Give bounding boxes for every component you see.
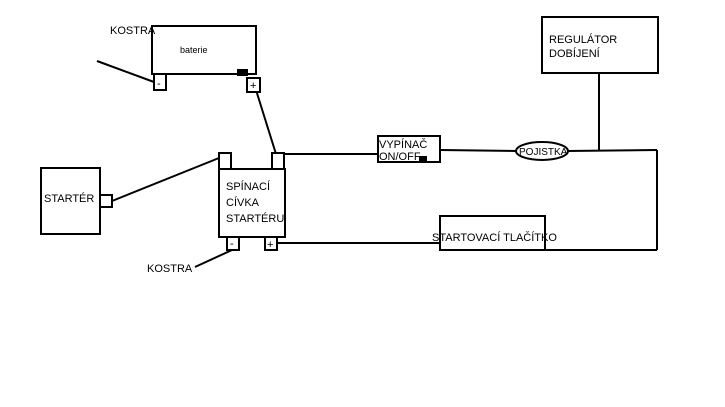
components	[40, 16, 659, 251]
regulator-box	[541, 16, 659, 74]
wire-switch-to-fuse	[439, 149, 517, 152]
solenoid-minus-terminal	[226, 236, 240, 251]
starter-label: STARTÉR	[44, 192, 94, 205]
switch-box	[377, 135, 441, 163]
battery-plus-terminal	[246, 77, 261, 93]
solenoid-right-terminal	[271, 152, 285, 170]
ground-top-label: KOSTRA	[110, 25, 156, 37]
battery-plus-stub	[237, 69, 248, 76]
terminals	[99, 69, 427, 251]
starter-terminal	[99, 194, 113, 208]
battery-plus-sign: +	[250, 80, 256, 92]
fuse-ellipse	[515, 141, 569, 161]
solenoid-box	[218, 168, 286, 238]
solenoid-plus-sign: +	[267, 239, 273, 251]
fuse-label: POJISTKA	[519, 147, 568, 158]
battery-minus-terminal	[153, 73, 167, 91]
regulator-label-2: DOBÍJENÍ	[549, 47, 601, 60]
ground-bottom-label: KOSTRA	[147, 263, 193, 275]
wires	[96, 60, 658, 268]
battery-box	[151, 25, 257, 75]
start-button-box	[439, 215, 546, 251]
wire-starter-to-solenoid	[111, 157, 220, 202]
wire-fuse-to-right	[566, 149, 658, 152]
solenoid-label-2: CÍVKA	[226, 196, 260, 209]
wire-battery-ground	[96, 60, 155, 83]
solenoid-label-3: STARTÉRU	[226, 212, 284, 225]
start-button-label: STARTOVACÍ TLAČÍTKO	[432, 231, 557, 244]
battery-label: baterie	[180, 45, 208, 55]
battery-minus-sign: -	[157, 78, 161, 90]
wire-solenoid-ground	[194, 249, 233, 268]
wire-battery-plus-to-solenoid	[255, 89, 277, 155]
solenoid-minus-sign: -	[230, 238, 234, 250]
regulator-label-1: REGULÁTOR	[549, 33, 617, 46]
solenoid-left-terminal	[218, 152, 232, 170]
switch-label-1: VYPÍNAČ	[379, 138, 427, 151]
switch-label-2: ON/OFF	[379, 151, 421, 163]
solenoid-label-1: SPÍNACÍ	[226, 180, 271, 193]
switch-contact	[419, 156, 427, 163]
solenoid-plus-terminal	[264, 236, 278, 251]
